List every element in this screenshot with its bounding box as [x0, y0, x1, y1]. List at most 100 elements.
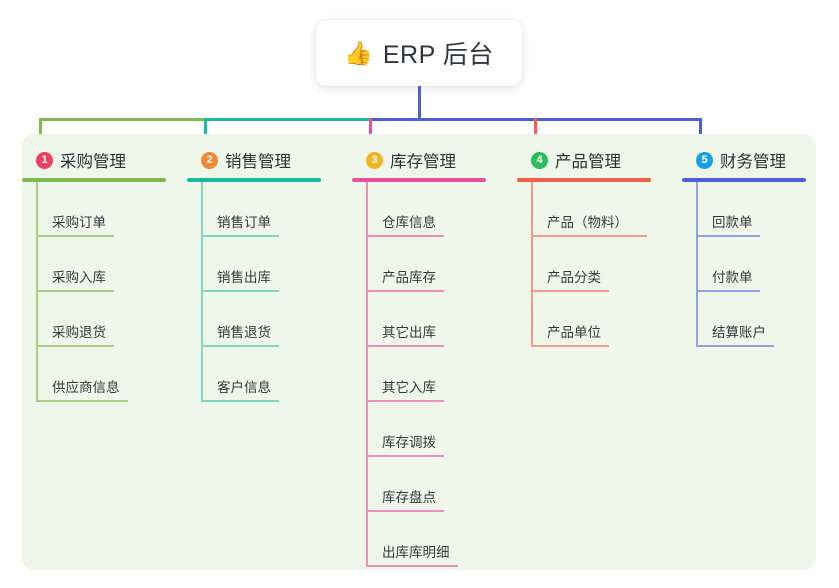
- category-header-rule: [352, 178, 486, 182]
- menu-item[interactable]: 仓库信息: [366, 182, 492, 237]
- category-spine: [531, 182, 533, 347]
- root-node-card[interactable]: 👍 ERP 后台: [316, 20, 522, 86]
- menu-item[interactable]: 销售出库: [201, 237, 327, 292]
- menu-item[interactable]: 销售退货: [201, 292, 327, 347]
- category-header[interactable]: 4 产品管理: [517, 148, 657, 172]
- menu-item-label: 销售退货: [217, 325, 271, 340]
- category-column-3: 3 库存管理仓库信息产品库存其它出库其它入库库存调拨库存盘点出库库明细: [352, 148, 492, 567]
- connector-root-stem: [417, 86, 421, 121]
- menu-item-rule: [531, 345, 609, 347]
- menu-item[interactable]: 采购订单: [36, 182, 172, 237]
- category-header-rule: [517, 178, 651, 182]
- category-number-badge: 5: [696, 151, 713, 169]
- category-title: 库存管理: [390, 153, 456, 171]
- menu-item-label: 客户信息: [217, 380, 271, 395]
- menu-item-label: 供应商信息: [52, 380, 120, 395]
- menu-item-rule: [366, 290, 444, 292]
- menu-item-label: 产品库存: [382, 270, 436, 285]
- menu-item-label: 产品（物料）: [547, 215, 628, 230]
- category-header[interactable]: 1 采购管理: [22, 148, 172, 172]
- category-number-badge: 4: [531, 151, 548, 169]
- menu-item-label: 其它入库: [382, 380, 436, 395]
- menu-item-rule: [36, 235, 114, 237]
- thumbs-up-icon: 👍: [344, 39, 373, 66]
- menu-item-rule: [696, 290, 760, 292]
- menu-item-rule: [696, 345, 774, 347]
- menu-item-rule: [201, 235, 279, 237]
- category-column-5: 5 财务管理回款单付款单结算账户: [682, 148, 812, 347]
- menu-item-label: 产品分类: [547, 270, 601, 285]
- menu-item[interactable]: 销售订单: [201, 182, 327, 237]
- category-number-badge: 2: [201, 151, 218, 169]
- category-spine: [366, 182, 368, 567]
- root-node-title: ERP 后台: [382, 41, 494, 69]
- menu-item-label: 库存盘点: [382, 490, 436, 505]
- category-item-list: 销售订单销售出库销售退货客户信息: [201, 182, 327, 402]
- menu-item-rule: [201, 290, 279, 292]
- category-item-list: 回款单付款单结算账户: [696, 182, 812, 347]
- category-title: 财务管理: [720, 153, 786, 171]
- root-node-content: 👍 ERP 后台: [344, 35, 494, 71]
- menu-item-rule: [36, 290, 114, 292]
- category-header-rule: [682, 178, 806, 182]
- menu-item[interactable]: 结算账户: [696, 292, 812, 347]
- category-header-rule: [22, 178, 166, 182]
- menu-item-label: 出库库明细: [382, 545, 450, 560]
- category-item-list: 采购订单采购入库采购退货供应商信息: [36, 182, 172, 402]
- menu-item[interactable]: 采购退货: [36, 292, 172, 347]
- category-header[interactable]: 2 销售管理: [187, 148, 327, 172]
- diagram-panel: [22, 134, 816, 570]
- category-number-badge: 1: [36, 151, 53, 169]
- menu-item-label: 回款单: [712, 215, 753, 230]
- menu-item-rule: [366, 455, 444, 457]
- menu-item-label: 销售出库: [217, 270, 271, 285]
- menu-item[interactable]: 其它入库: [366, 347, 492, 402]
- menu-item-rule: [366, 345, 444, 347]
- menu-item-rule: [531, 290, 609, 292]
- menu-item-rule: [201, 345, 279, 347]
- category-column-1: 1 采购管理采购订单采购入库采购退货供应商信息: [22, 148, 172, 402]
- menu-item-rule: [531, 235, 647, 237]
- menu-item[interactable]: 付款单: [696, 237, 812, 292]
- category-title: 销售管理: [225, 153, 291, 171]
- category-column-2: 2 销售管理销售订单销售出库销售退货客户信息: [187, 148, 327, 402]
- category-item-list: 仓库信息产品库存其它出库其它入库库存调拨库存盘点出库库明细: [366, 182, 492, 567]
- category-title: 采购管理: [60, 153, 126, 171]
- menu-item-label: 产品单位: [547, 325, 601, 340]
- menu-item[interactable]: 回款单: [696, 182, 812, 237]
- menu-item-label: 仓库信息: [382, 215, 436, 230]
- menu-item[interactable]: 采购入库: [36, 237, 172, 292]
- menu-item[interactable]: 产品单位: [531, 292, 657, 347]
- category-spine: [696, 182, 698, 347]
- menu-item-label: 采购退货: [52, 325, 106, 340]
- category-item-list: 产品（物料） 产品分类产品单位: [531, 182, 657, 347]
- menu-item[interactable]: 库存盘点: [366, 457, 492, 512]
- menu-item[interactable]: 库存调拨: [366, 402, 492, 457]
- menu-item-rule: [201, 400, 279, 402]
- menu-item[interactable]: 产品（物料）: [531, 182, 657, 237]
- menu-item-label: 采购订单: [52, 215, 106, 230]
- category-header-rule: [187, 178, 321, 182]
- menu-item[interactable]: 客户信息: [201, 347, 327, 402]
- menu-item-label: 付款单: [712, 270, 753, 285]
- category-number-badge: 3: [366, 151, 383, 169]
- menu-item[interactable]: 产品分类: [531, 237, 657, 292]
- category-spine: [36, 182, 38, 402]
- category-header[interactable]: 3 库存管理: [352, 148, 492, 172]
- menu-item-label: 结算账户: [712, 325, 766, 340]
- menu-item-label: 销售订单: [217, 215, 271, 230]
- category-header[interactable]: 5 财务管理: [682, 148, 812, 172]
- connector-bus-segment: [38, 118, 207, 121]
- menu-item-rule: [36, 400, 128, 402]
- category-title: 产品管理: [555, 153, 621, 171]
- category-column-4: 4 产品管理产品（物料） 产品分类产品单位: [517, 148, 657, 347]
- menu-item[interactable]: 产品库存: [366, 237, 492, 292]
- menu-item[interactable]: 出库库明细: [366, 512, 492, 567]
- menu-item[interactable]: 供应商信息: [36, 347, 172, 402]
- menu-item[interactable]: 其它出库: [366, 292, 492, 347]
- connector-bus-segment: [203, 118, 372, 121]
- menu-item-rule: [36, 345, 114, 347]
- menu-item-label: 采购入库: [52, 270, 106, 285]
- menu-item-label: 其它出库: [382, 325, 436, 340]
- menu-item-rule: [366, 565, 458, 567]
